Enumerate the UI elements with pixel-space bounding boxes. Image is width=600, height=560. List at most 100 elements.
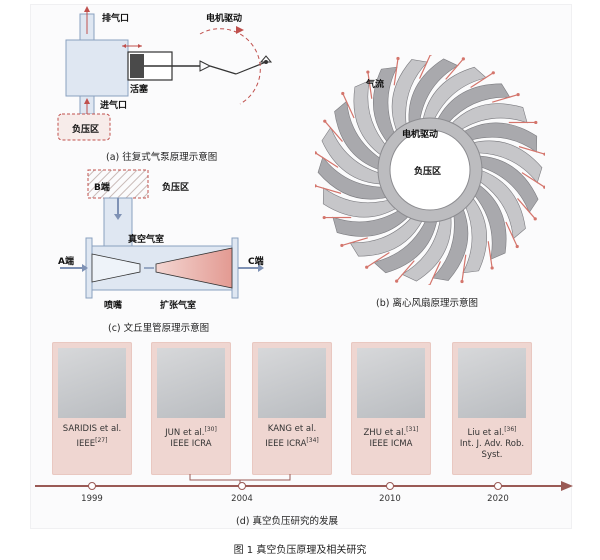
airflow-arrow (461, 254, 467, 282)
airflow-arrow-head (315, 151, 317, 155)
fan-blades (317, 58, 543, 282)
centrifugal-fan-diagram (315, 55, 545, 285)
airflow-arrow-head (395, 279, 399, 283)
motor-label-b: 电机驱动 (402, 130, 439, 140)
airflow-arrow-head (322, 215, 326, 220)
fan-blade (353, 80, 387, 157)
airflow-arrow-head (491, 71, 495, 75)
fan-blade (450, 103, 528, 131)
airflow-arrow (366, 252, 390, 268)
card-5-venue: Int. J. Adv. Rob. (459, 438, 525, 449)
b-end-label: B端 (94, 183, 110, 193)
caption-a: (a) 往复式气泵原理示意图 (106, 152, 218, 163)
fan-blade (391, 59, 429, 133)
fan-blade (373, 219, 438, 274)
timeline-card-1: SARIDIS et al. IEEE[27] (52, 342, 132, 475)
diffuser-label: 扩张气室 (160, 301, 197, 311)
card-1-venue: IEEE (76, 438, 96, 449)
fan-blade (322, 187, 398, 218)
timeline-dot-2020 (494, 482, 502, 490)
motor-rotation-arc (199, 28, 261, 105)
airflow-arrow (342, 93, 355, 119)
airflow-arrow (429, 261, 442, 285)
robot-photo-4 (357, 348, 425, 418)
c-end-label: C端 (248, 257, 264, 267)
negative-pressure-zone-a (57, 113, 111, 141)
year-1999: 1999 (81, 494, 103, 504)
card-4-ref: [31] (406, 426, 419, 433)
negative-zone-label-c: 负压区 (162, 183, 190, 193)
card-2-ref: [30] (204, 426, 217, 433)
airflow-arrow (505, 221, 518, 247)
vacuum-chamber-label: 真空气室 (128, 235, 165, 245)
diffuser-chamber (155, 247, 233, 289)
venturi-diagram (60, 169, 264, 299)
a-end-label: A端 (58, 257, 74, 267)
airflow-arrow (418, 55, 431, 79)
pump-body (65, 39, 129, 97)
airflow-arrow-head (533, 217, 537, 221)
airflow-arrow (324, 120, 343, 142)
robot-photo-5 (458, 348, 526, 418)
card-2-authors: JUN et al. (165, 427, 205, 438)
card-5-venue-cont: Syst. (481, 449, 503, 460)
timeline-dot-2004 (238, 482, 246, 490)
airflow-arrow (445, 58, 464, 80)
airflow-arrow (396, 260, 415, 282)
airflow-arrow (315, 152, 339, 168)
timeline-dot-1999 (88, 482, 96, 490)
fan-blade (349, 216, 424, 257)
exhaust-label: 排气口 (102, 14, 130, 24)
fan-blade (471, 140, 543, 184)
airflow-arrow (315, 185, 342, 194)
airflow-arrow-head (396, 56, 400, 61)
reciprocating-pump-diagram (57, 6, 273, 141)
motor-label-a: 电机驱动 (206, 14, 243, 24)
robot-photo-3 (258, 348, 326, 418)
airflow-arrow-head (429, 55, 432, 56)
piston (130, 54, 144, 78)
airflow-arrow (517, 198, 536, 220)
airflow-arrow-head (365, 265, 369, 269)
fan-blade (422, 66, 487, 121)
airflow-arrow-head (490, 266, 494, 270)
caption-c: (c) 文丘里管原理示意图 (108, 323, 210, 334)
card-5-ref: [36] (504, 426, 517, 433)
card-1-authors: SARIDIS et al. (62, 424, 122, 434)
year-2004: 2004 (231, 494, 253, 504)
airflow-arrow-head (543, 152, 545, 156)
airflow-arrow-head (461, 57, 465, 61)
negative-zone-label-a: 负压区 (72, 125, 100, 135)
card-4-authors: ZHU et al. (363, 427, 407, 438)
robot-photo-2 (157, 348, 225, 418)
fan-blade (321, 126, 383, 185)
card-4-venue: IEEE ICMA (369, 438, 413, 449)
caption-b: (b) 离心风扇原理示意图 (376, 298, 478, 309)
card-2-venue: IEEE ICRA (170, 438, 212, 449)
fan-blade (436, 83, 511, 124)
airflow-arrow-head (323, 119, 327, 123)
timeline-card-5: Liu et al.[36] Int. J. Adv. Rob. Syst. (452, 342, 532, 475)
airflow-arrow-head (534, 120, 538, 125)
airflow-arrows (315, 55, 545, 285)
fan-blade (478, 169, 526, 240)
airflow-arrow-head (428, 284, 431, 285)
airflow-arrow-head (460, 279, 464, 284)
airflow-arrow (521, 172, 545, 188)
fan-blade (373, 66, 398, 144)
card-1-ref: [27] (95, 437, 108, 444)
robot-photo-1 (58, 348, 126, 418)
fan-blade (317, 156, 389, 200)
fan-blade (462, 122, 538, 153)
timeline-card-2: JUN et al.[30] IEEE ICRA (151, 342, 231, 475)
card-3-authors: KANG et al. (267, 424, 317, 434)
fan-blade (334, 100, 382, 171)
fan-blade (401, 215, 452, 282)
timeline-dot-2010 (386, 482, 394, 490)
airflow-arrow-head (516, 92, 520, 97)
negative-zone-label-b: 负压区 (414, 167, 442, 177)
airflow-arrow-head (515, 244, 519, 249)
card-3-ref: [34] (306, 437, 319, 444)
airflow-arrow (518, 146, 545, 155)
